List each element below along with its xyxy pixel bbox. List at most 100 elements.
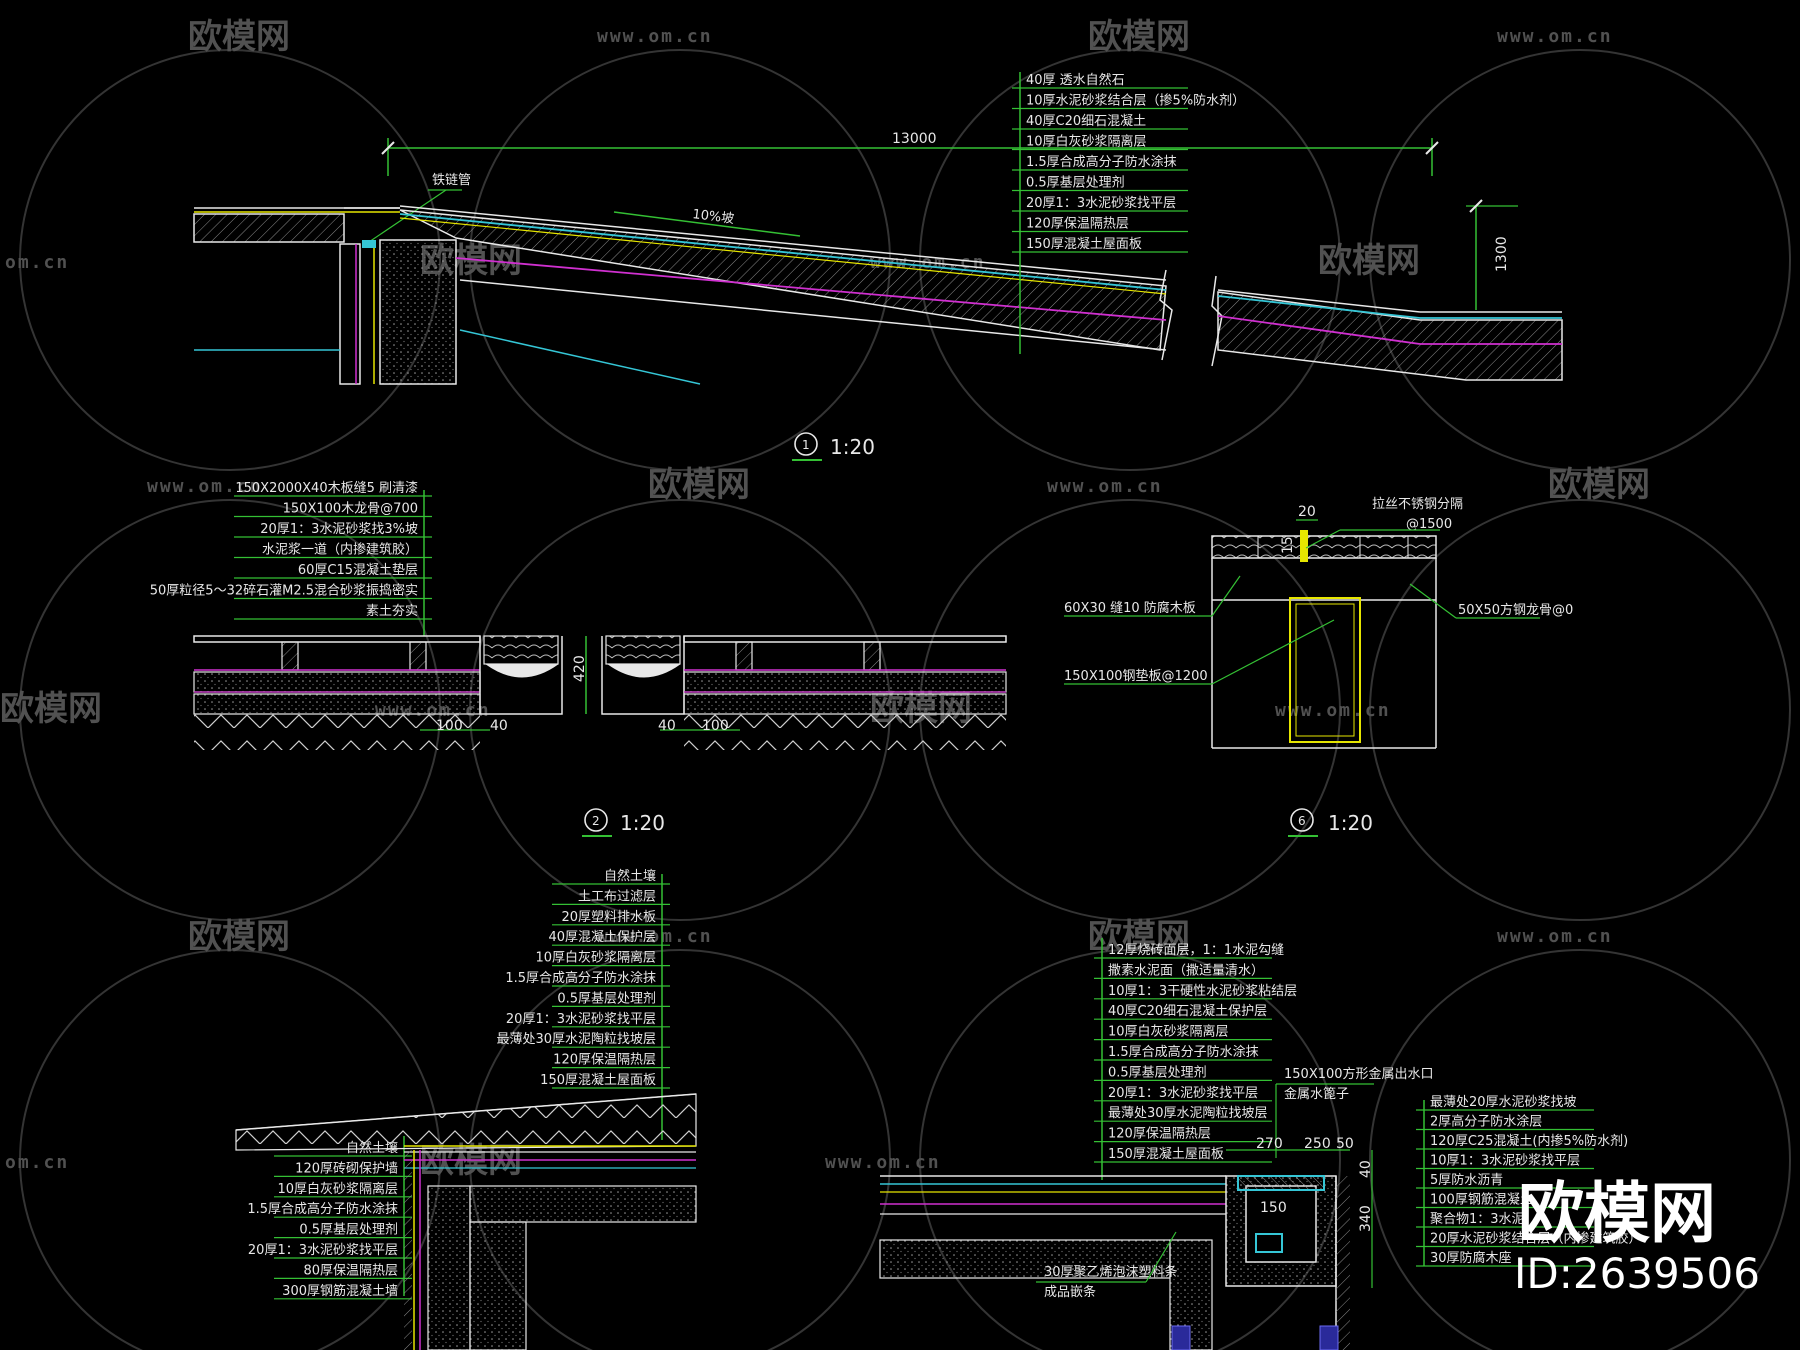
layer-note: 10厚水泥砂浆结合层（掺5%防水剂） xyxy=(1026,93,1245,109)
layer-note: 1.5厚合成高分子防水涂抹 xyxy=(247,1201,398,1217)
detail-number: 2 xyxy=(592,814,600,828)
layer-note: 40厚 透水自然石 xyxy=(1026,72,1125,88)
brand-logo-text: 欧模网 xyxy=(1518,1175,1716,1252)
watermark-url: om.cn xyxy=(5,252,69,273)
detail-planted-roof-section: 自然土壤土工布过滤层20厚塑料排水板40厚混凝土保护层10厚白灰砂浆隔离层1.5… xyxy=(235,868,697,1350)
layer-note: 1.5厚合成高分子防水涂抹 xyxy=(1026,154,1177,170)
annotation-label: 60X30 缝10 防腐木板 xyxy=(1064,600,1196,616)
detail-number: 1 xyxy=(802,438,810,452)
watermark-url: www.om.cn xyxy=(597,26,713,47)
layer-note: 150厚混凝土屋面板 xyxy=(1108,1146,1224,1162)
layer-note: 20厚1：3水泥砂浆找3%坡 xyxy=(260,522,418,537)
dim-label: 100 xyxy=(702,718,729,734)
detail-number-badge xyxy=(794,432,818,456)
layer-note: 30厚防腐木座 xyxy=(1430,1250,1512,1266)
layer-note: 1.5厚合成高分子防水涂抹 xyxy=(1108,1044,1259,1060)
layer-note: 0.5厚基层处理剂 xyxy=(1026,176,1125,191)
layer-note: 1.5厚合成高分子防水涂抹 xyxy=(505,970,656,986)
layer-note: 50厚粒径5～32碎石灌M2.5混合砂浆振捣密实 xyxy=(150,583,418,599)
detail-6-joint-section: 20 15 拉丝不锈钢分隔 @1500 60X30 缝10 防腐木板 150X1… xyxy=(1064,497,1573,837)
watermark-logo: 欧模网 xyxy=(648,465,750,505)
layer-note: 150X2000X40木板缝5 刷清漆 xyxy=(235,480,418,496)
dim-label: 100 xyxy=(436,718,463,734)
watermark-logo: 欧模网 xyxy=(1088,917,1190,957)
slope-label: 10%坡 xyxy=(692,207,735,227)
annotation-label: 150X100方形金属出水口 xyxy=(1284,1066,1434,1082)
watermark-url: www.om.cn xyxy=(825,1152,941,1173)
layer-note: 10厚白灰砂浆隔离层 xyxy=(1108,1024,1229,1040)
scale-label: 1:20 xyxy=(1328,811,1373,835)
annotation-label: 150X100钢垫板@1200 xyxy=(1064,668,1208,684)
watermark-url: om.cn xyxy=(5,1152,69,1173)
layer-note: 最薄处30厚水泥陶粒找坡层 xyxy=(1108,1105,1268,1121)
layer-note: 20厚水泥砂浆结合层（内掺建筑胶） xyxy=(1430,1231,1642,1247)
layer-note: 5厚防水沥青 xyxy=(1430,1172,1503,1188)
brand-overlay: 欧模网 ID:2639506 xyxy=(1514,1175,1760,1298)
scale-label: 1:20 xyxy=(620,811,665,835)
brand-id: ID:2639506 xyxy=(1514,1249,1760,1298)
annotation-label: 拉丝不锈钢分隔 xyxy=(1372,497,1463,512)
dim-label: 40 xyxy=(490,718,508,734)
dim-label: 40 xyxy=(658,718,676,734)
annotation-label: @1500 xyxy=(1406,517,1452,532)
detail-number-badge xyxy=(584,808,608,832)
layer-note: 2厚高分子防水涂层 xyxy=(1430,1114,1542,1130)
dim-label: 270 xyxy=(1256,1136,1283,1152)
layer-note: 40厚C20细石混凝土 xyxy=(1026,113,1146,129)
layer-note: 12厚烧砖面层，1：1水泥勾缝 xyxy=(1108,943,1284,958)
layer-note: 聚合物1：3水泥 xyxy=(1430,1212,1525,1227)
layer-note: 水泥浆一道（内掺建筑胶） xyxy=(262,542,418,558)
watermark-url: www.om.cn xyxy=(597,926,713,947)
layer-note: 20厚1：3水泥砂浆找平层 xyxy=(248,1243,398,1258)
watermark-url: www.om.cn xyxy=(1275,700,1391,721)
layer-note: 20厚1：3水泥砂浆找平层 xyxy=(506,1012,656,1027)
bottom-left-wall-layer-stack: 自然土壤120厚砖砌保护墙10厚白灰砂浆隔离层1.5厚合成高分子防水涂抹0.5厚… xyxy=(247,1140,412,1300)
layer-note: 120厚砖砌保护墙 xyxy=(295,1161,398,1176)
layer-note: 120厚保温隔热层 xyxy=(1108,1127,1211,1142)
watermark-logo: 欧模网 xyxy=(1088,17,1190,57)
layer-note: 素土夯实 xyxy=(366,604,418,619)
dim-span-label: 13000 xyxy=(892,131,937,147)
layer-note: 0.5厚基层处理剂 xyxy=(557,991,656,1006)
dim-label: 50 xyxy=(1336,1136,1354,1152)
layer-note: 40厚混凝土保护层 xyxy=(548,929,656,945)
watermark-logo: 欧模网 xyxy=(0,689,102,729)
dim-label: 150 xyxy=(1260,1200,1287,1216)
watermark-url: www.om.cn xyxy=(1497,926,1613,947)
detail-1-roof-section: 13000 10%坡 铁链管 xyxy=(193,72,1563,461)
watermark-logo: 欧模网 xyxy=(188,917,290,957)
layer-note: 40厚C20细石混凝土保护层 xyxy=(1108,1003,1267,1019)
layer-note: 120厚保温隔热层 xyxy=(553,1053,656,1068)
dim-label: 20 xyxy=(1298,504,1316,520)
layer-note: 撒素水泥面（撒适量清水） xyxy=(1108,962,1264,978)
dim-height-label: 1300 xyxy=(1494,236,1510,272)
layer-note: 最薄处20厚水泥砂浆找坡 xyxy=(1430,1095,1577,1110)
dim-label: 250 xyxy=(1304,1136,1331,1152)
dim-label: 15 xyxy=(1280,536,1296,554)
layer-note: 10厚白灰砂浆隔离层 xyxy=(535,950,656,966)
watermark-url: www.om.cn xyxy=(1497,26,1613,47)
dim-label: 40 xyxy=(1358,1160,1374,1178)
layer-note: 150厚混凝土屋面板 xyxy=(540,1072,656,1088)
detail-number: 6 xyxy=(1298,814,1306,828)
layer-note: 10厚白灰砂浆隔离层 xyxy=(1026,134,1147,150)
layer-note: 120厚C25混凝土(内掺5%防水剂) xyxy=(1430,1133,1628,1149)
layer-note: 10厚1：3干硬性水泥砂浆粘结层 xyxy=(1108,984,1297,999)
layer-note: 20厚1：3水泥砂浆找平层 xyxy=(1108,1086,1258,1101)
watermark-url: www.om.cn xyxy=(1047,476,1163,497)
layer-note: 100厚钢筋混凝土 xyxy=(1430,1192,1533,1208)
layer-note: 土工布过滤层 xyxy=(578,889,656,904)
watermark-logo: 欧模网 xyxy=(188,17,290,57)
layer-note: 20厚塑料排水板 xyxy=(561,910,656,925)
detail1-layer-stack: 40厚 透水自然石 10厚水泥砂浆结合层（掺5%防水剂） 40厚C20细石混凝土 10… xyxy=(1012,72,1245,253)
bottom-right-right-layer-stack: 最薄处20厚水泥砂浆找坡 2厚高分子防水涂层 120厚C25混凝土(内掺5%防水剂)… xyxy=(1416,1095,1642,1267)
layer-note: 0.5厚基层处理剂 xyxy=(1108,1065,1207,1080)
dim-height-label: 420 xyxy=(572,655,588,682)
detail-2-deck-section: 150X2000X40木板缝5 刷清漆150X100木龙骨@70020厚1：3水… xyxy=(150,480,1007,837)
scale-label: 1:20 xyxy=(830,435,875,459)
layer-note: 10厚白灰砂浆隔离层 xyxy=(277,1181,398,1197)
layer-note: 300厚钢筋混凝土墙 xyxy=(282,1283,398,1299)
